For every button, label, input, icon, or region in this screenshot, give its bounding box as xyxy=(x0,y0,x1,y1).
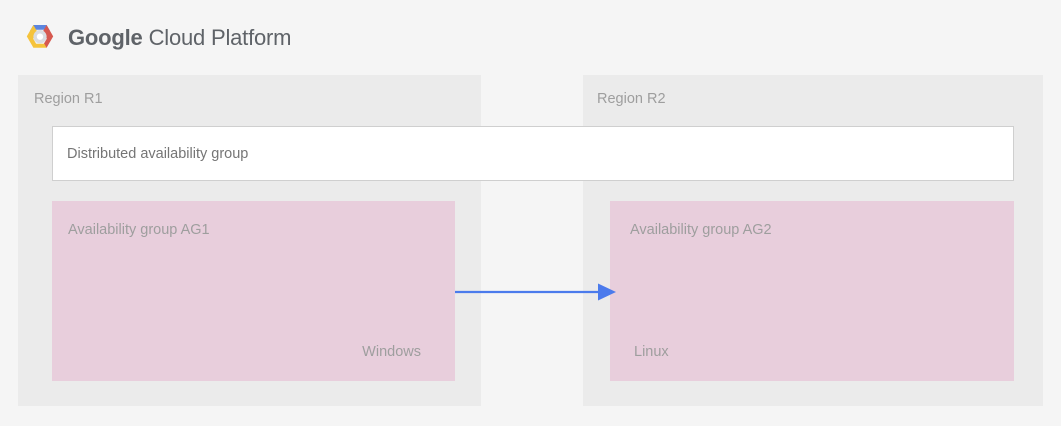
distributed-availability-group-box: Distributed availability group xyxy=(52,126,1014,181)
google-cloud-platform-logo xyxy=(24,22,56,54)
brand-secondary-text: Cloud Platform xyxy=(148,24,292,50)
availability-group-box-ag2: Availability group AG2 Linux xyxy=(610,201,1014,381)
arrow-head-icon xyxy=(598,283,616,301)
distributed-availability-group-label: Distributed availability group xyxy=(67,145,249,162)
availability-group-title-ag1: Availability group AG1 xyxy=(68,222,210,238)
availability-group-title-ag2: Availability group AG2 xyxy=(630,222,772,238)
region-label-r2: Region R2 xyxy=(597,91,666,107)
region-label-r1: Region R1 xyxy=(34,91,103,107)
os-label-linux: Linux xyxy=(634,344,669,360)
os-label-windows: Windows xyxy=(362,344,421,360)
availability-group-box-ag1: Availability group AG1 Windows xyxy=(52,201,455,381)
replication-arrow xyxy=(455,283,616,301)
brand-primary-text: Google xyxy=(68,24,143,50)
gcp-hexagon-icon xyxy=(26,24,54,48)
